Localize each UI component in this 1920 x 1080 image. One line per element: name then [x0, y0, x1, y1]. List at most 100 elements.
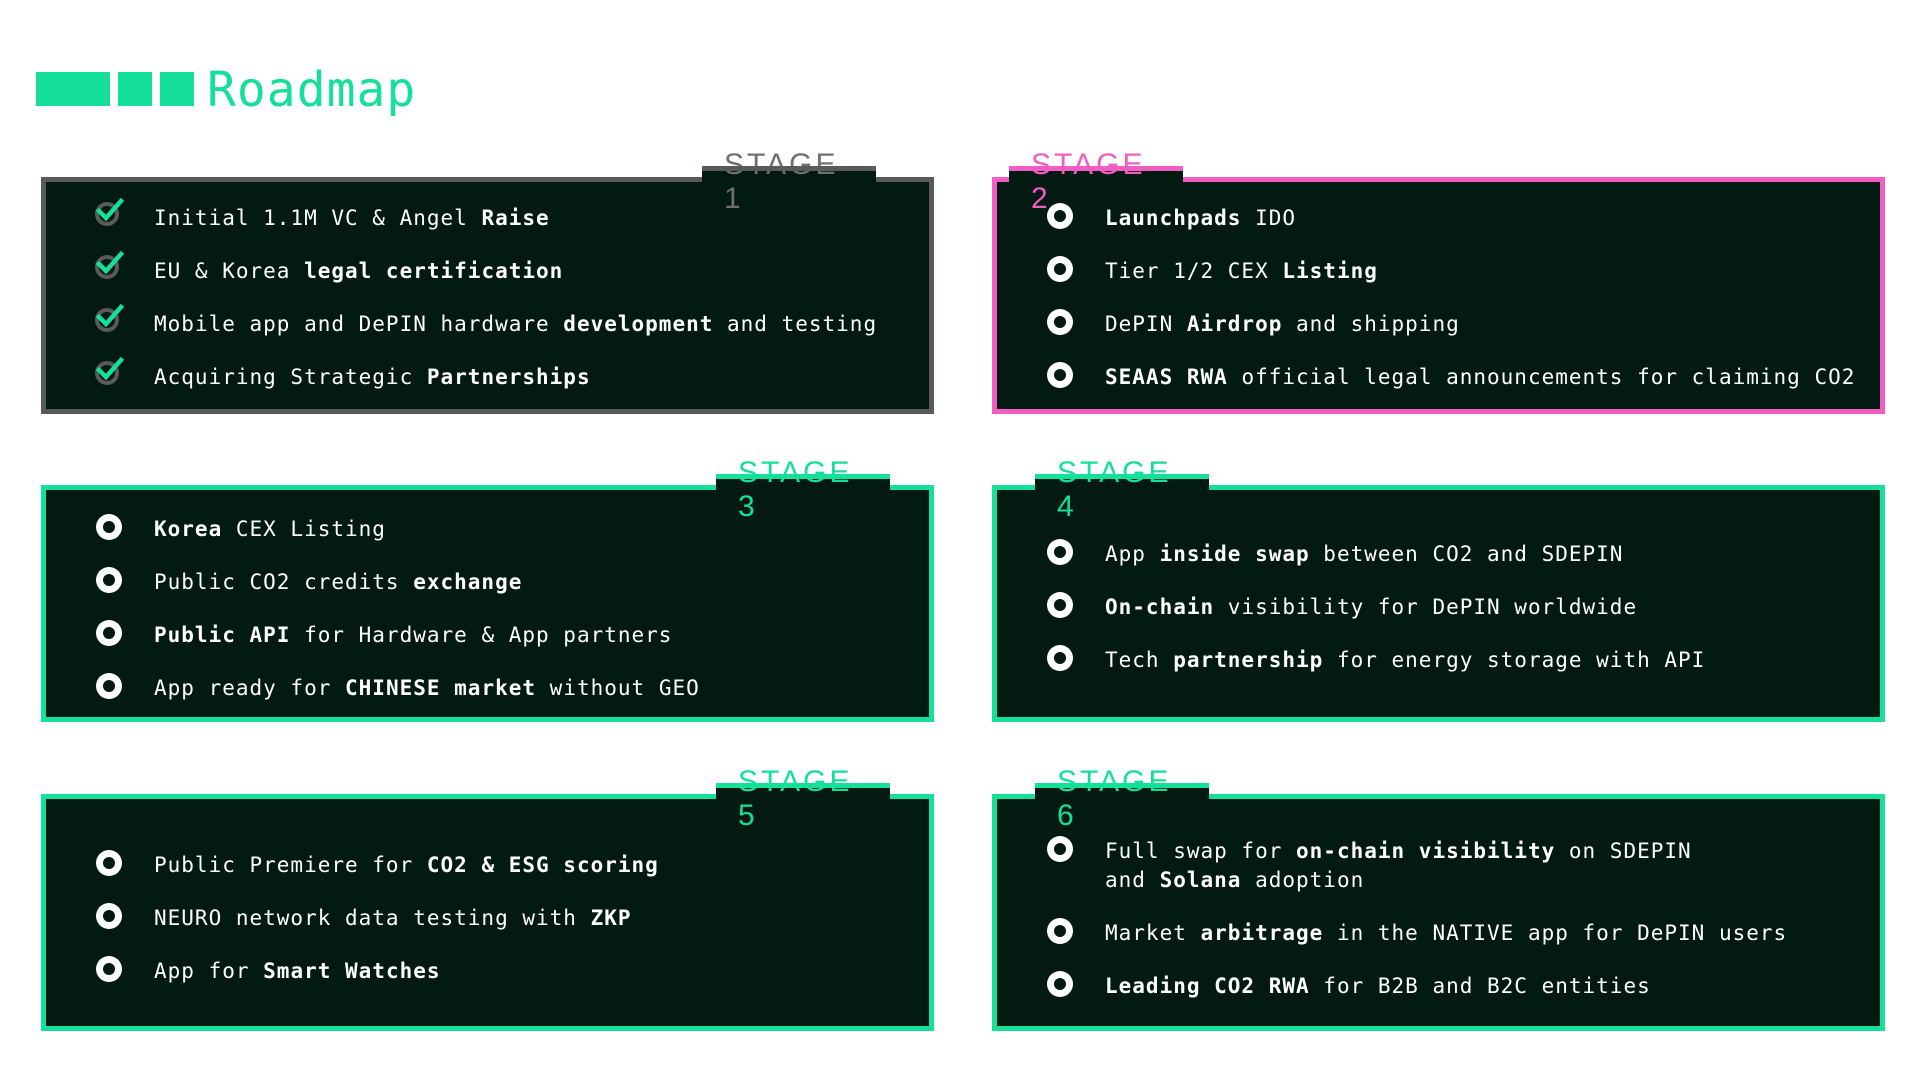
circle-icon — [1047, 309, 1073, 335]
bold-text: Raise — [481, 206, 550, 230]
text: IDO — [1241, 206, 1297, 230]
check-icon — [95, 356, 124, 388]
bold-text: On-chain — [1105, 595, 1215, 619]
stage-2-card: STAGE 2 Launchpads IDO Tier 1/2 CEX Listi… — [992, 148, 1885, 414]
circle-icon — [1047, 836, 1073, 862]
brand-logo — [36, 72, 194, 106]
text: EU & Korea — [154, 259, 305, 283]
text: for Hardware & App partners — [290, 623, 673, 647]
check-icon — [95, 303, 124, 335]
stage-item: Leading CO2 RWA for B2B and B2C entities — [1047, 971, 1860, 1001]
stage-label: STAGE 3 — [716, 456, 890, 523]
logo-block — [160, 72, 194, 106]
bold-text: SEAAS RWA — [1105, 365, 1228, 389]
stage-item-text: Leading CO2 RWA for B2B and B2C entities — [1105, 972, 1651, 1001]
bold-text: Korea — [154, 517, 223, 541]
stage-6-card: STAGE 6 Full swap for on-chain visibilit… — [992, 765, 1885, 1031]
stage-item-text: Public API for Hardware & App partners — [154, 621, 672, 650]
stage-item: Acquiring Strategic Partnerships — [95, 356, 909, 392]
stage-item-text: Acquiring Strategic Partnerships — [154, 363, 591, 392]
stage-item-text: Tech partnership for energy storage with… — [1105, 646, 1705, 675]
stage-item-text: Full swap for on-chain visibility on SDE… — [1105, 837, 1692, 895]
stage-label: STAGE 2 — [1009, 148, 1183, 215]
circle-icon — [1047, 203, 1073, 229]
stage-4-card: STAGE 4 App inside swap between CO2 and … — [992, 456, 1885, 722]
bold-text: Airdrop — [1186, 312, 1283, 336]
stage-item-text: DePIN Airdrop and shipping — [1105, 310, 1460, 339]
stage-label: STAGE 4 — [1035, 456, 1209, 523]
stage-5-card: STAGE 5 Public Premiere for CO2 & ESG sc… — [41, 765, 934, 1031]
stage-item: Mobile app and DePIN hardware developmen… — [95, 303, 909, 339]
text: and shipping — [1282, 312, 1460, 336]
stage-item: App inside swap between CO2 and SDEPIN — [1047, 539, 1860, 569]
text: App — [1105, 542, 1160, 566]
text: Market — [1105, 921, 1201, 945]
text: Public CO2 credits — [154, 570, 414, 594]
stage-item: Market arbitrage in the NATIVE app for D… — [1047, 918, 1860, 948]
check-icon — [95, 250, 124, 282]
stage-item: Full swap for on-chain visibility on SDE… — [1047, 836, 1860, 895]
bold-text: ZKP — [590, 906, 632, 930]
circle-icon — [1047, 645, 1073, 671]
text: App ready for — [154, 676, 346, 700]
bold-text: CHINESE market — [345, 676, 537, 700]
page-title: Roadmap — [207, 62, 417, 118]
circle-icon — [96, 620, 122, 646]
text: App for — [154, 959, 264, 983]
stage-item: App ready for CHINESE market without GEO — [96, 673, 909, 703]
stage-item: Public Premiere for CO2 & ESG scoring — [96, 850, 909, 880]
text: Tier 1/2 CEX — [1105, 259, 1283, 283]
text: CEX Listing — [222, 517, 386, 541]
stage-item-text: Launchpads IDO — [1105, 204, 1296, 233]
bold-text: Solana — [1159, 868, 1242, 892]
bold-text: inside swap — [1159, 542, 1310, 566]
text: between CO2 and SDEPIN — [1309, 542, 1624, 566]
text: and — [1105, 868, 1160, 892]
bold-text: Leading CO2 RWA — [1105, 974, 1310, 998]
bold-text: Public API — [154, 623, 291, 647]
stage-item-text: Market arbitrage in the NATIVE app for D… — [1105, 919, 1787, 948]
text: DePIN — [1105, 312, 1187, 336]
text: Mobile app and DePIN hardware — [154, 312, 564, 336]
bold-text: arbitrage — [1200, 921, 1324, 945]
circle-icon — [1047, 539, 1073, 565]
stage-item-text: NEURO network data testing with ZKP — [154, 904, 632, 933]
stage-item-text: Public Premiere for CO2 & ESG scoring — [154, 851, 659, 880]
stage-item: EU & Korea legal certification — [95, 250, 909, 286]
stage-item-text: Initial 1.1M VC & Angel Raise — [154, 204, 550, 233]
bold-text: legal certification — [304, 259, 564, 283]
stage-items: Initial 1.1M VC & Angel Raise EU & Korea … — [95, 197, 909, 416]
circle-icon — [1047, 592, 1073, 618]
text: Tech — [1105, 648, 1174, 672]
circle-icon — [96, 850, 122, 876]
bold-text: on-chain visibility — [1296, 839, 1556, 863]
bold-text: exchange — [413, 570, 523, 594]
text: and testing — [713, 312, 878, 336]
stage-items: Full swap for on-chain visibility on SDE… — [1047, 836, 1860, 1025]
stage-item-text: App for Smart Watches — [154, 957, 441, 986]
stage-item-text: Korea CEX Listing — [154, 515, 386, 544]
bold-text: Smart Watches — [263, 959, 441, 983]
stage-item-text: App ready for CHINESE market without GEO — [154, 674, 700, 703]
circle-icon — [1047, 362, 1073, 388]
text: adoption — [1241, 868, 1365, 892]
text: NEURO network data testing with — [154, 906, 591, 930]
stage-item: On-chain visibility for DePIN worldwide — [1047, 592, 1860, 622]
stage-item-text: Mobile app and DePIN hardware developmen… — [154, 310, 877, 339]
stage-item: Public CO2 credits exchange — [96, 567, 909, 597]
circle-icon — [96, 673, 122, 699]
stage-label: STAGE 6 — [1035, 765, 1209, 832]
stage-item-text: Tier 1/2 CEX Listing — [1105, 257, 1378, 286]
stage-item: Tech partnership for energy storage with… — [1047, 645, 1860, 675]
text: for B2B and B2C entities — [1309, 974, 1651, 998]
circle-icon — [1047, 971, 1073, 997]
text: on SDEPIN — [1555, 839, 1692, 863]
text: Full swap for — [1105, 839, 1297, 863]
circle-icon — [96, 567, 122, 593]
stage-item: Public API for Hardware & App partners — [96, 620, 909, 650]
stage-item-text: On-chain visibility for DePIN worldwide — [1105, 593, 1637, 622]
text: for energy storage with API — [1323, 648, 1706, 672]
